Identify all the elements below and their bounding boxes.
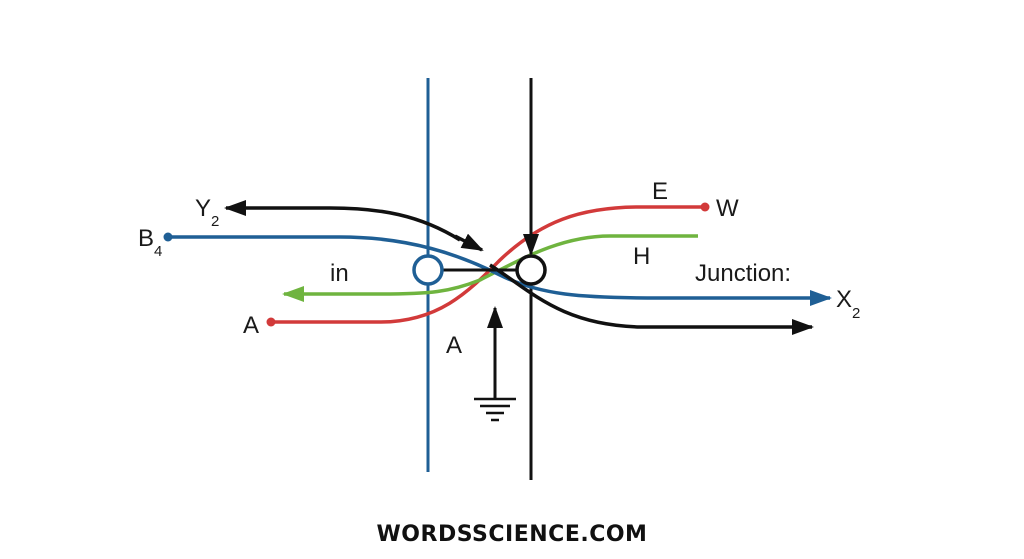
label-in: in — [330, 260, 349, 287]
node-right — [515, 254, 547, 286]
label-junction: Junction: — [695, 260, 791, 287]
label-b-sub: 4 — [154, 243, 162, 260]
label-x: X — [836, 286, 852, 313]
label-a-bottom: A — [446, 332, 462, 359]
red-curve — [272, 205, 704, 324]
black-curve-mid-arrow — [454, 233, 484, 252]
label-e: E — [652, 178, 668, 205]
label-y: Y — [195, 195, 211, 222]
blue-endpoint-left — [163, 232, 173, 242]
red-endpoint-left — [266, 317, 276, 327]
label-b: B — [138, 225, 154, 252]
label-x-sub: 2 — [852, 305, 860, 322]
label-y-sub: 2 — [211, 213, 219, 230]
label-h: H — [633, 243, 650, 270]
footer-site-name: WORDSSCIENCE.COM — [376, 522, 648, 547]
blue-curve — [170, 235, 832, 306]
black-curve-upper — [224, 200, 461, 242]
green-curve — [282, 234, 698, 302]
node-left — [412, 254, 444, 286]
red-endpoint-right — [700, 202, 710, 212]
ground-symbol-icon — [474, 306, 516, 422]
label-a-left: A — [243, 312, 259, 339]
black-curve-lower — [489, 263, 814, 335]
label-w: W — [716, 195, 739, 222]
